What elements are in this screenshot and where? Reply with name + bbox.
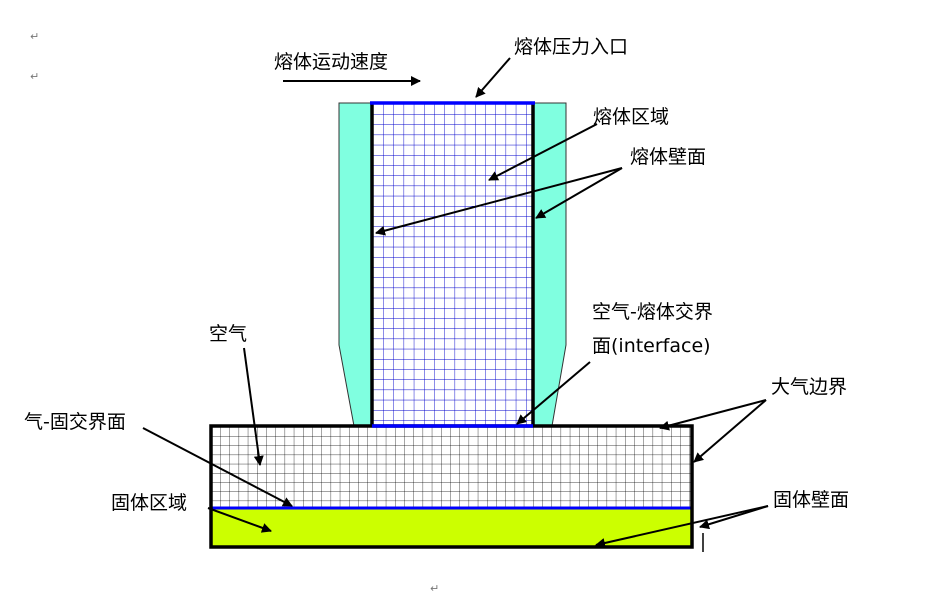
label-gas-solid-interface: 气-固交界面 xyxy=(24,411,126,433)
air-region-mesh xyxy=(211,427,692,507)
melt-wall-arrow-right xyxy=(535,167,623,219)
label-atmosphere-boundary: 大气边界 xyxy=(771,376,847,398)
label-melt-pressure-inlet: 熔体压力入口 xyxy=(514,36,628,58)
paragraph-mark: ↵ xyxy=(30,30,39,43)
paragraph-mark: ↵ xyxy=(30,70,39,83)
air-arrow xyxy=(243,347,264,466)
melt-region-arrow xyxy=(488,123,598,181)
label-melt-region: 熔体区域 xyxy=(593,106,669,128)
solid-region-arrow xyxy=(207,507,272,533)
solid-region xyxy=(211,508,692,546)
melt-wall-left xyxy=(338,102,373,427)
atmosphere-arrow-top xyxy=(659,399,767,431)
paragraph-mark: ↵ xyxy=(430,582,439,595)
gas-solid-arrow xyxy=(142,427,293,507)
label-air-melt-interface-line1: 空气-熔体交界 xyxy=(592,301,713,323)
label-solid-wall: 固体壁面 xyxy=(773,489,849,511)
label-melt-wall: 熔体壁面 xyxy=(630,146,706,168)
melt-region-mesh xyxy=(373,104,532,426)
solid-wall-arrow-right xyxy=(699,505,769,530)
label-solid-region: 固体区域 xyxy=(111,492,187,514)
label-air: 空气 xyxy=(209,323,247,345)
inlet-arrow xyxy=(475,57,511,98)
atmosphere-arrow-right xyxy=(693,399,767,463)
interface-arrow xyxy=(516,361,591,425)
solid-wall-arrow-bottom xyxy=(595,505,769,548)
label-air-melt-interface-line2: 面(interface) xyxy=(592,335,711,357)
melt-wall-arrow-left xyxy=(375,167,623,236)
label-melt-velocity: 熔体运动速度 xyxy=(274,51,388,73)
melt-wall-right xyxy=(532,102,567,427)
